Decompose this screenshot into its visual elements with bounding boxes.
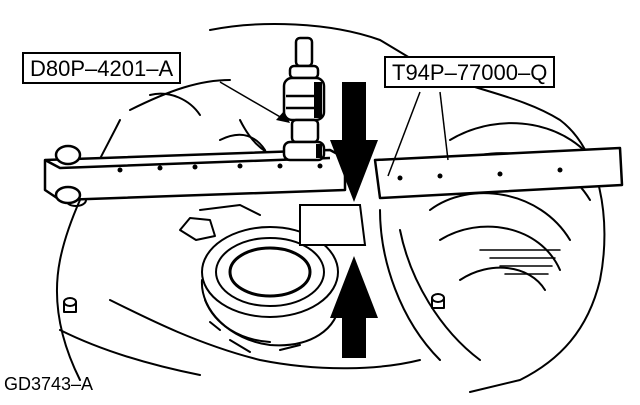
seal-bore [200, 226, 341, 347]
gauge-strip [299, 204, 367, 246]
measurement-arrows [330, 82, 378, 358]
up-arrow [330, 256, 378, 358]
leader-arrowhead [276, 111, 290, 123]
leader-lines [219, 81, 449, 177]
tool-bar [43, 144, 624, 205]
down-arrow [330, 82, 378, 202]
case-outline [209, 23, 606, 393]
tool-bar-holes [117, 163, 563, 181]
tool-callout-d80p: D80P–4201–A [22, 52, 182, 84]
tool-callout-t94p: T94P–77000–Q [384, 56, 556, 88]
figure-number: GD3743–A [4, 374, 94, 394]
